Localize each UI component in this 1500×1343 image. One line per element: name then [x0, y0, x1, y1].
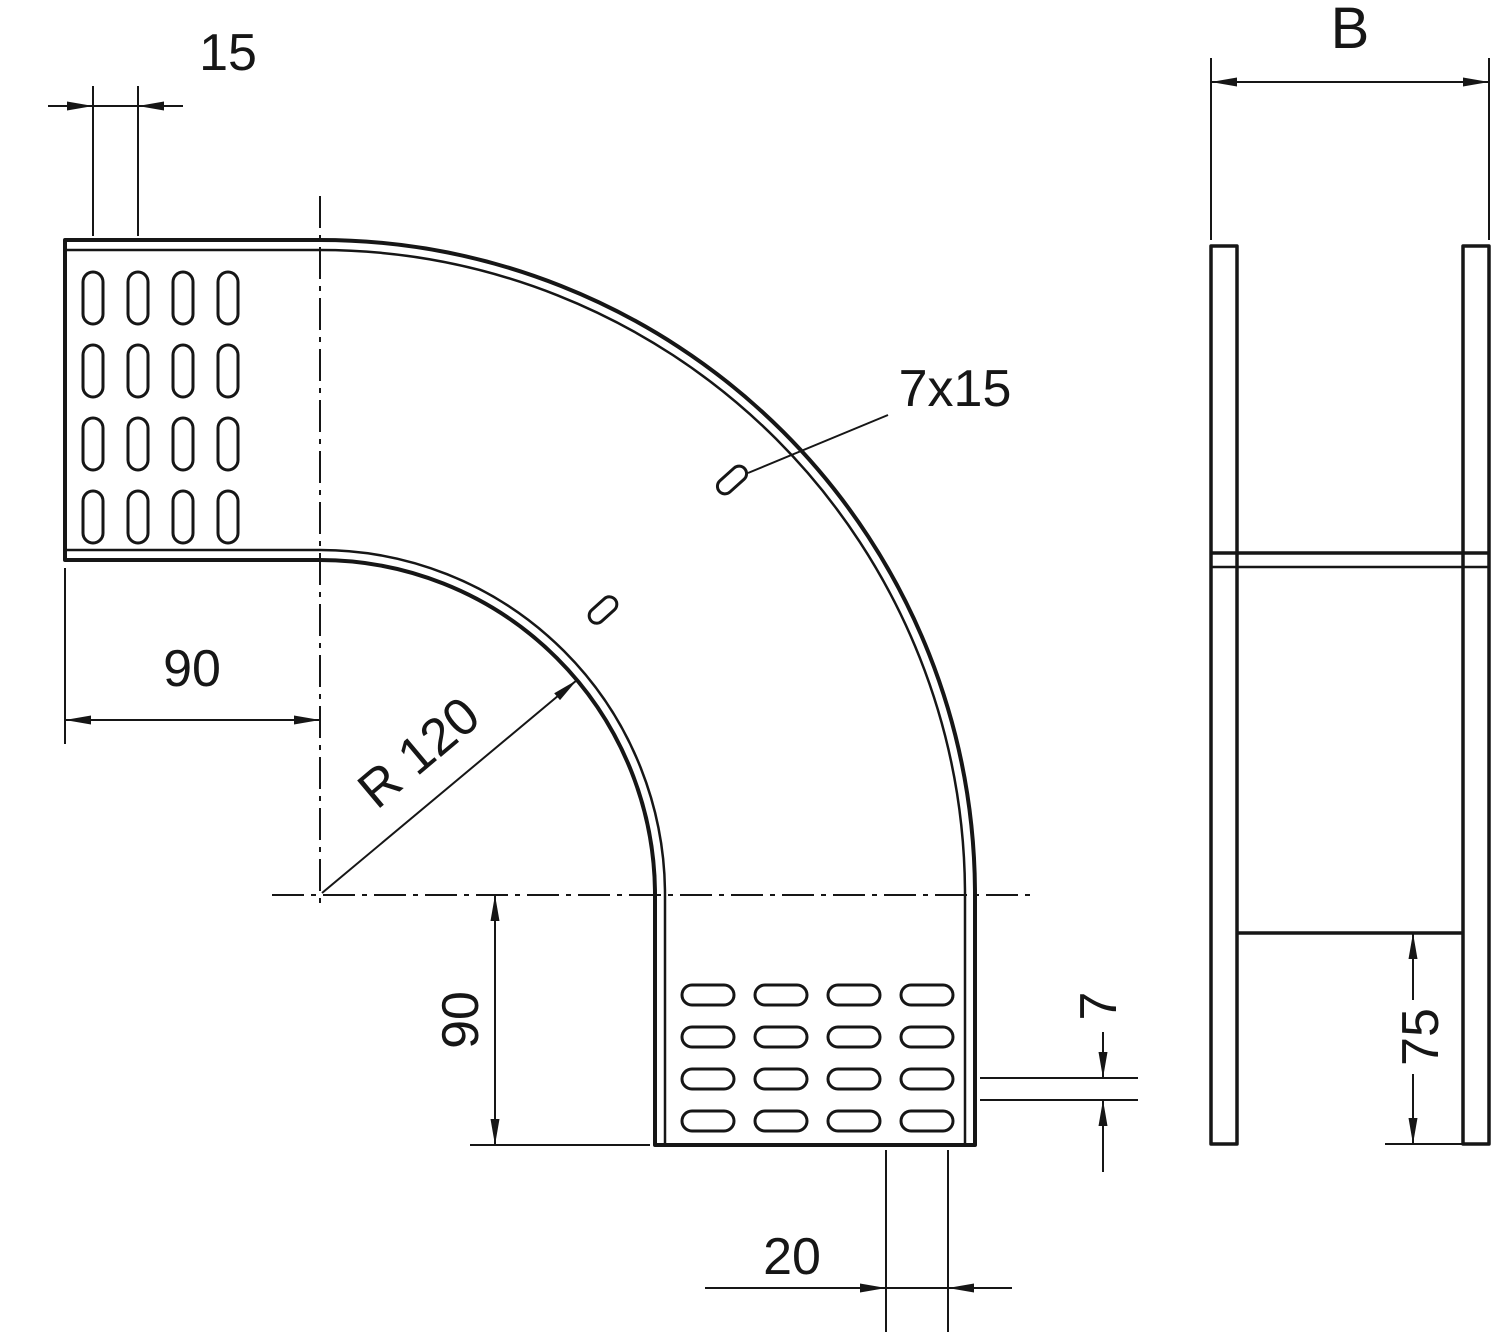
dim-label-slot-size: 7x15 [899, 360, 1012, 418]
plan-view: 15 90 R 120 7x15 90 [48, 24, 1138, 1332]
dim-label-width: B [1331, 0, 1370, 61]
dimension-end-offset: 20 [705, 1150, 1012, 1332]
bend-outline [63, 238, 977, 1147]
dimension-slot-pitch: 15 [48, 24, 257, 236]
dimension-slot-size: 7x15 [747, 360, 1012, 474]
side-view: B 75 [1209, 0, 1491, 1146]
dimension-straight-bottom: 90 [432, 895, 650, 1146]
dimension-side-height: 75 [1385, 933, 1470, 1145]
dimension-radius: R 120 [321, 679, 578, 894]
dim-label-radius: R 120 [347, 686, 491, 820]
dim-label-rim-height: 7 [1070, 992, 1128, 1021]
side-joint-upper [1211, 551, 1489, 569]
dimension-rim-height: 7 [980, 992, 1138, 1172]
outer-rim-line [65, 248, 967, 1145]
dim-label-end-offset: 20 [763, 1228, 821, 1286]
dim-label-straight-bottom: 90 [432, 991, 490, 1049]
dimension-width: B [1210, 0, 1490, 240]
dimension-straight-left: 90 [64, 568, 320, 744]
side-rail-left [1209, 244, 1239, 1146]
dim-label-slot-pitch: 15 [199, 24, 257, 82]
dim-label-side-height: 75 [1392, 1008, 1450, 1066]
side-rail-right [1461, 244, 1491, 1146]
dim-label-straight-left: 90 [163, 640, 221, 698]
bend-slots [587, 464, 749, 625]
inner-rim-line [65, 548, 667, 1145]
